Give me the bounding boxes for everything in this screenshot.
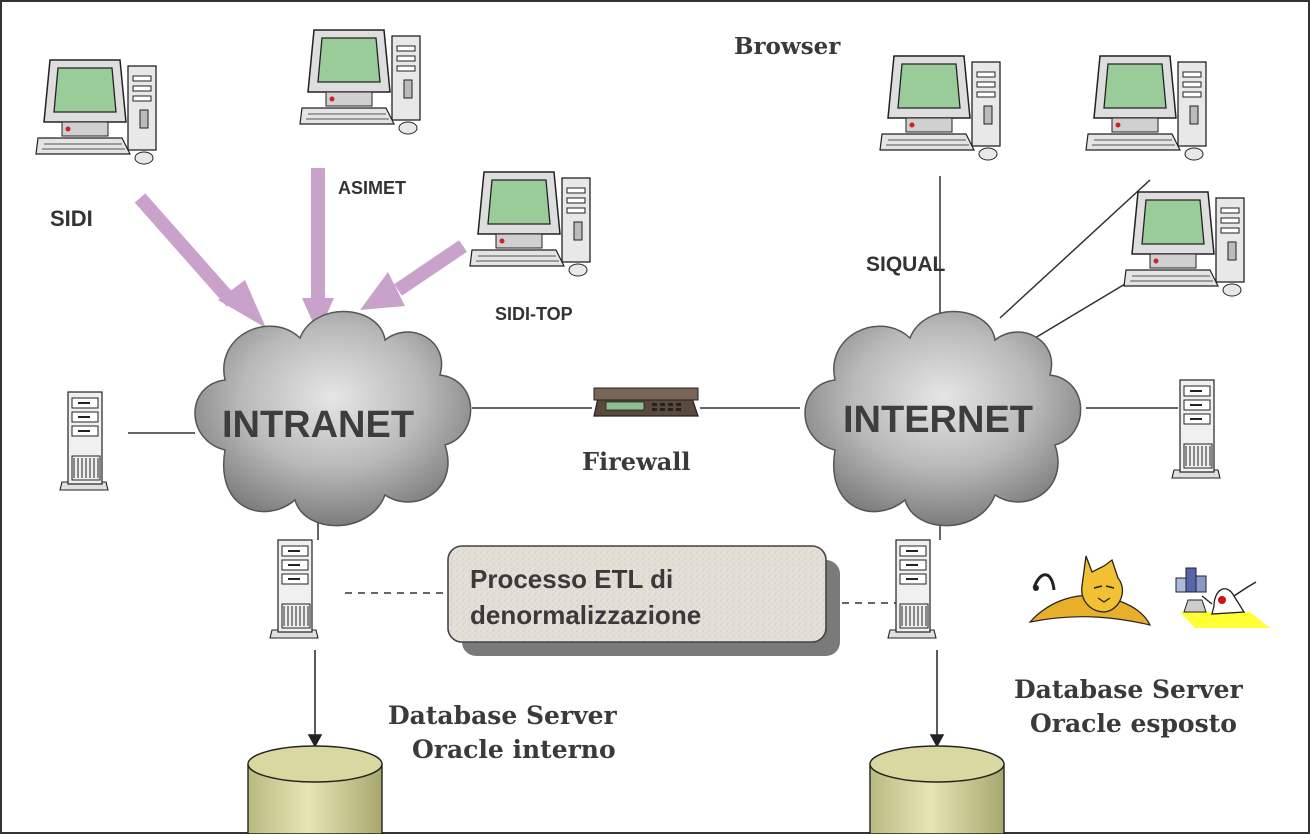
- etl-line-1: Processo ETL di: [470, 564, 673, 594]
- asimet-arrow-head: [302, 298, 334, 334]
- asimet-label: ASIMET: [338, 178, 406, 198]
- sidi-label: SIDI: [50, 206, 93, 231]
- sidi-arrow-head: [218, 280, 266, 328]
- firewall-icon: [593, 387, 699, 417]
- client-arrows: [134, 168, 467, 334]
- external-database-icon: [869, 745, 1005, 834]
- external-db-label-line2: Oracle esposto: [1030, 709, 1237, 738]
- internal-db-label-line2: Oracle interno: [412, 735, 616, 764]
- db-arrows: [307, 650, 945, 748]
- browser-computer-2-icon: [1085, 55, 1207, 161]
- sidi-computer-icon: [35, 59, 157, 165]
- siditop-label: SIDI-TOP: [495, 304, 573, 324]
- external-db-label-line1: Database Server: [1014, 675, 1244, 704]
- siditop-computer-icon: [469, 171, 591, 277]
- etl-dashed-links: [345, 592, 905, 604]
- java-logo-icon: [1175, 567, 1270, 628]
- etl-line-2: denormalizzazione: [470, 600, 701, 630]
- internet-label: INTERNET: [843, 399, 1033, 441]
- siqual-label: SIQUAL: [866, 253, 946, 276]
- browser2-link: [999, 179, 1151, 319]
- internal-database-icon: [247, 745, 383, 834]
- etl-process-box: Processo ETL di denormalizzazione: [447, 545, 840, 656]
- browser-label: Browser: [734, 33, 841, 60]
- siqual-computer-icon: [879, 55, 1001, 161]
- siditop-arrow-head: [360, 272, 405, 310]
- internal-db-label-line1: Database Server: [388, 701, 618, 730]
- asimet-computer-icon: [299, 29, 421, 135]
- browser-computer-3-icon: [1123, 191, 1245, 297]
- intranet-label: INTRANET: [222, 404, 414, 446]
- firewall-label: Firewall: [582, 447, 691, 476]
- tomcat-logo-icon: [1028, 555, 1152, 626]
